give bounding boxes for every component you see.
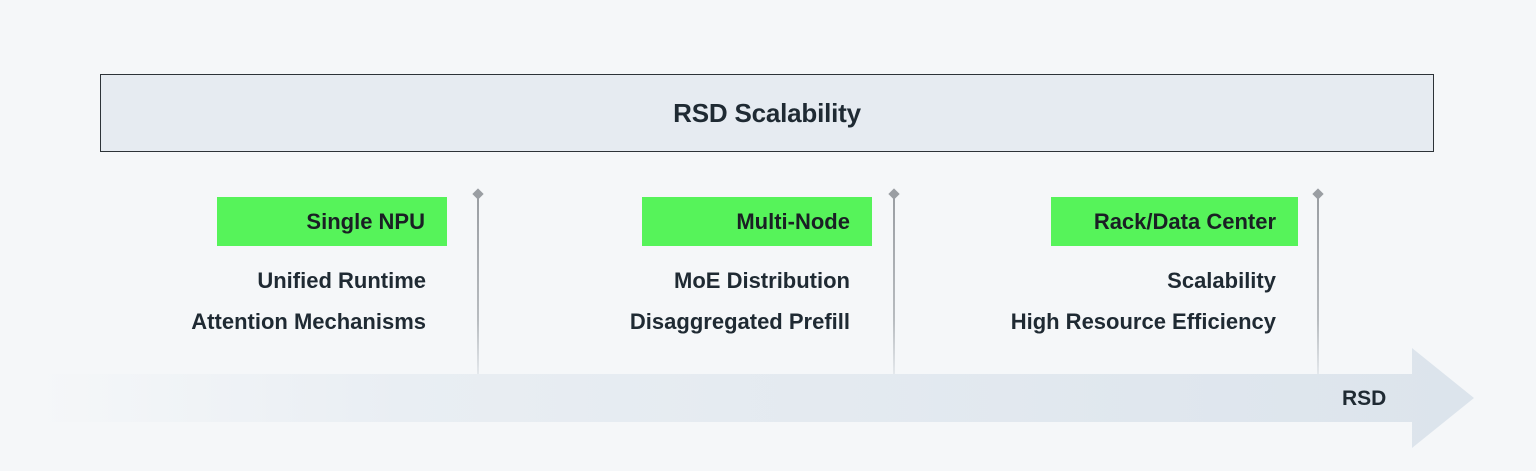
stage-feature: Disaggregated Prefill bbox=[629, 309, 850, 334]
marker-line bbox=[893, 196, 895, 374]
stage-feature: Attention Mechanisms bbox=[191, 309, 426, 334]
stage-label-multi-node: Multi-Node bbox=[642, 197, 872, 246]
progression-arrow bbox=[40, 348, 1474, 448]
stage-feature: Unified Runtime bbox=[257, 268, 426, 293]
title-bar: RSD Scalability bbox=[100, 74, 1434, 152]
stage-feature: MoE Distribution bbox=[674, 268, 850, 293]
stage-feature: Scalability bbox=[1167, 268, 1276, 293]
diagram-title: RSD Scalability bbox=[673, 97, 861, 128]
stage-marker-multi-node bbox=[887, 188, 901, 374]
arrow-shape bbox=[40, 348, 1474, 448]
stage-label-rack-data-center: Rack/Data Center bbox=[1051, 197, 1298, 246]
marker-line bbox=[1317, 196, 1319, 374]
stage-marker-single-npu bbox=[471, 188, 485, 374]
arrow-label: RSD bbox=[1342, 387, 1387, 410]
stage-feature: High Resource Efficiency bbox=[1010, 309, 1276, 334]
stage-label-single-npu: Single NPU bbox=[217, 197, 447, 246]
stage-marker-rack-data-center bbox=[1311, 188, 1325, 374]
marker-line bbox=[477, 196, 479, 374]
